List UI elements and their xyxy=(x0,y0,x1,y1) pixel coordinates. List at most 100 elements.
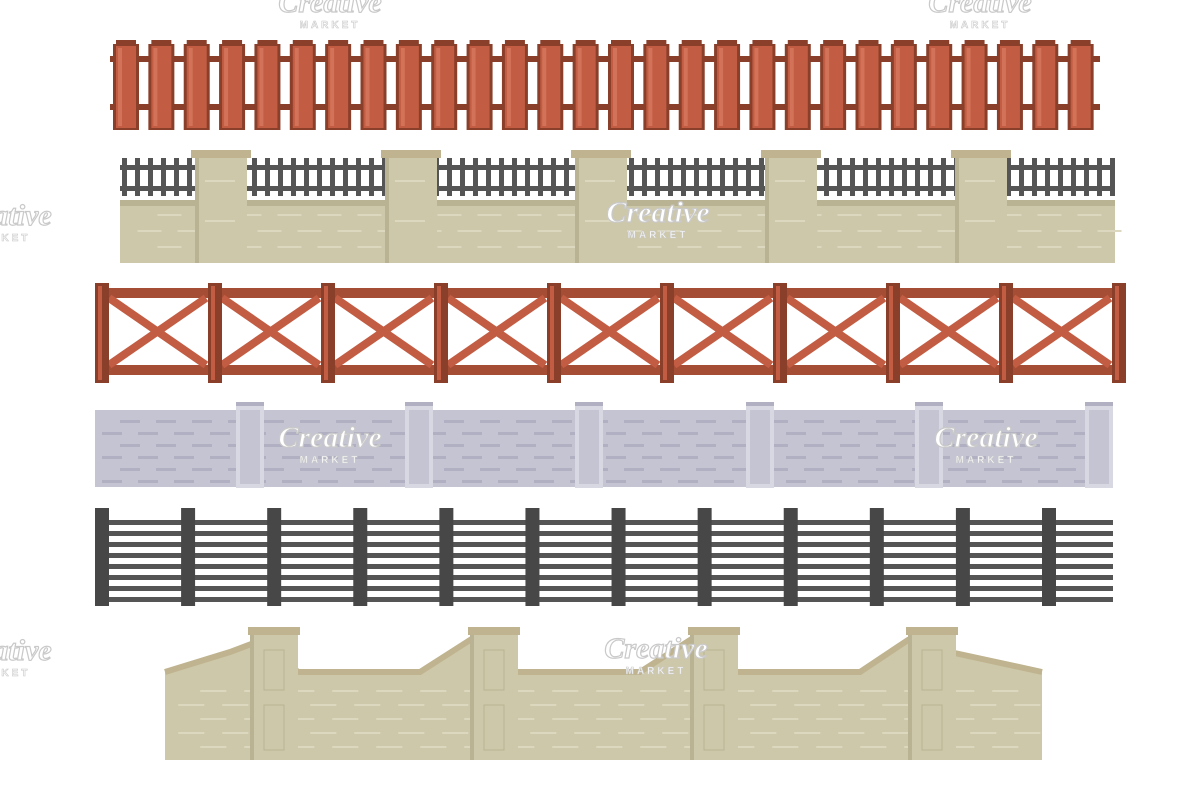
stone-block-line xyxy=(192,468,212,471)
stone-block-line xyxy=(282,432,302,435)
picket-tip xyxy=(929,40,950,44)
iron-bar xyxy=(837,158,842,196)
stone-block-line xyxy=(426,432,446,435)
metal-post xyxy=(955,508,970,606)
stone-block-line xyxy=(894,432,914,435)
iron-bar xyxy=(733,158,738,196)
arched-brick-line xyxy=(222,732,249,734)
iron-bar xyxy=(512,158,517,196)
stone-block-line xyxy=(660,468,680,471)
wall-brick-line xyxy=(817,230,842,232)
cross-brace xyxy=(784,294,887,369)
picket-highlight xyxy=(471,48,476,126)
arched-brick-line xyxy=(640,718,667,720)
stone-block-line xyxy=(264,444,284,447)
picket-tip xyxy=(823,40,844,44)
stone-block-line xyxy=(1038,432,1058,435)
pillar-brick-line xyxy=(585,220,615,222)
picket-highlight xyxy=(931,48,936,126)
top-rail xyxy=(110,56,1100,62)
metal-rail xyxy=(95,520,1113,525)
picket-tip xyxy=(434,40,455,44)
wall-brick-line xyxy=(1057,230,1082,232)
stone-block-line xyxy=(1056,468,1076,471)
stone-block-line xyxy=(948,420,968,423)
stone-block-line xyxy=(192,420,212,423)
wall-brick-line xyxy=(877,246,902,248)
stone-block-line xyxy=(552,468,572,471)
picket-tip xyxy=(151,40,172,44)
pillar-brick-line xyxy=(395,180,425,182)
pillar-cap xyxy=(951,150,1011,158)
wooden-cross-fence xyxy=(95,283,1126,383)
stone-block-line xyxy=(282,480,302,483)
picket-highlight xyxy=(860,48,865,126)
arched-pillar-cap xyxy=(248,627,300,635)
arched-brick-line xyxy=(794,704,821,706)
stone-block-line xyxy=(642,432,662,435)
stone-block-line xyxy=(264,420,284,423)
stone-block-line xyxy=(786,456,806,459)
arched-brick-line xyxy=(552,746,579,748)
picket-highlight xyxy=(506,48,511,126)
arched-brick-line xyxy=(816,690,843,692)
arched-brick-line xyxy=(354,732,381,734)
stone-block-line xyxy=(624,468,644,471)
metal-post xyxy=(181,508,196,606)
stone-block-line xyxy=(138,480,158,483)
picket-highlight xyxy=(719,48,724,126)
arched-brick-line xyxy=(420,690,447,692)
picket-tip xyxy=(611,40,631,44)
wall-brick-line xyxy=(277,246,302,248)
wall-brick-line xyxy=(657,230,682,232)
arched-brick-line xyxy=(222,704,249,706)
wall-brick-line xyxy=(317,214,342,216)
arched-brick-line xyxy=(860,746,887,748)
picket-tip xyxy=(717,40,738,44)
arched-brick-wall-fence xyxy=(164,627,1043,760)
arched-brick-line xyxy=(860,718,887,720)
arched-brick-line xyxy=(992,746,1019,748)
watermark-layer: CreativeMARKETCreativeMARKETCreativeMARK… xyxy=(0,0,1038,679)
iron-bar xyxy=(551,158,556,196)
iron-bar xyxy=(681,158,686,196)
watermark-sub: MARKET xyxy=(300,20,361,31)
metal-post xyxy=(95,508,109,606)
stone-block-line xyxy=(516,444,536,447)
pillar xyxy=(955,158,1007,263)
wall-brick-line xyxy=(937,230,962,232)
iron-bar xyxy=(473,158,478,196)
pillar-brick-line xyxy=(965,220,995,222)
stone-block-line xyxy=(516,468,536,471)
stone-block-line xyxy=(696,444,716,447)
cross-post-highlight xyxy=(1115,286,1119,380)
metal-post xyxy=(267,508,282,606)
stone-block-line xyxy=(642,480,662,483)
iron-bar xyxy=(1006,158,1011,196)
picket-highlight xyxy=(365,48,370,126)
pillar-brick-line xyxy=(205,220,235,222)
arched-pillar-shade xyxy=(470,635,474,760)
iron-bar xyxy=(499,158,504,196)
iron-bar xyxy=(447,158,452,196)
stone-block-line xyxy=(840,444,860,447)
arched-brick-line xyxy=(552,690,579,692)
stone-block-line xyxy=(498,432,518,435)
metal-rail xyxy=(95,531,1113,536)
arched-brick-line xyxy=(662,732,689,734)
arched-brick-line xyxy=(1014,732,1041,734)
arched-brick-line xyxy=(200,690,227,692)
wall-brick-line xyxy=(497,230,522,232)
stone-pillar-face xyxy=(919,410,939,484)
iron-bar xyxy=(1071,158,1076,196)
wall-brick-line xyxy=(177,230,202,232)
picket-highlight xyxy=(613,48,617,126)
stone-block-line xyxy=(714,456,734,459)
stone-block-line xyxy=(804,444,824,447)
wall-brick-line xyxy=(717,246,742,248)
iron-bar xyxy=(187,158,192,196)
wall-brick-line xyxy=(157,246,182,248)
iron-bar xyxy=(1019,158,1024,196)
iron-bar xyxy=(278,158,283,196)
